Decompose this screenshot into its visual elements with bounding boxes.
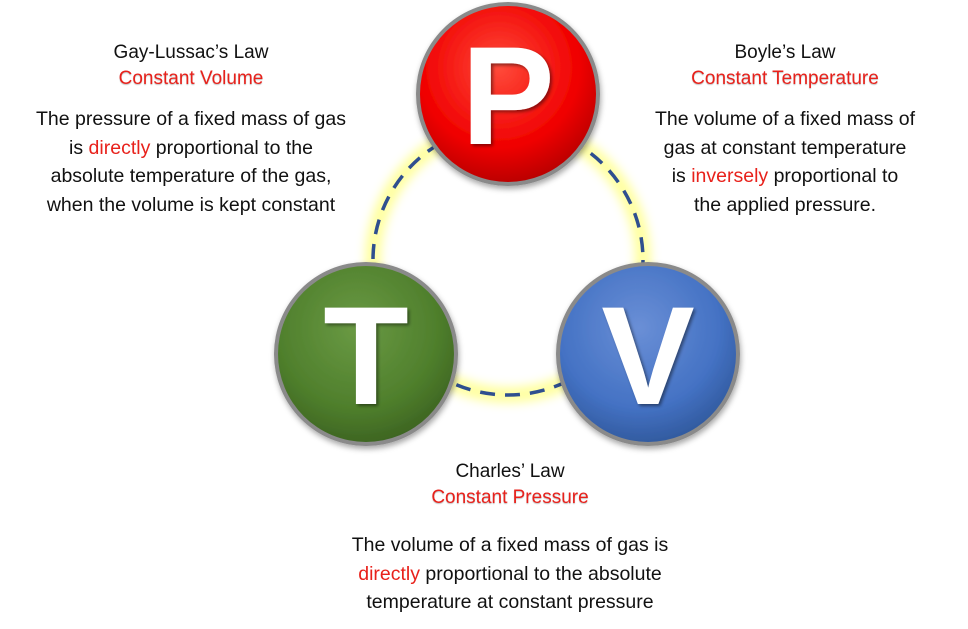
temperature-letter: T — [323, 277, 409, 434]
desc-text: is — [69, 136, 89, 159]
desc-line: is directly proportional to the — [6, 134, 376, 163]
temperature-node — [274, 262, 458, 446]
desc-line: The volume of a fixed mass of — [654, 108, 916, 130]
charles-description: The volume of a fixed mass of gas is dir… — [300, 531, 720, 617]
charles-title: Charles’ Law — [455, 461, 565, 482]
desc-text: proportional to the — [150, 136, 313, 159]
volume-letter: V — [601, 277, 694, 434]
desc-line: The volume of a fixed mass of gas is — [351, 534, 669, 556]
desc-text: is — [671, 165, 692, 187]
charles-law-block: Charles’ Law Constant Pressure The volum… — [300, 459, 720, 617]
gay-lussac-law-block: Gay-Lussac’s Law Constant Volume The pre… — [6, 40, 376, 219]
volume-node — [556, 262, 740, 446]
pressure-node — [416, 2, 600, 186]
boyle-title: Boyle’s Law — [734, 42, 836, 63]
desc-text: proportional to — [768, 165, 899, 187]
pressure-letter: P — [461, 17, 554, 174]
boyle-description: The volume of a fixed mass of gas at con… — [620, 105, 950, 219]
desc-line: gas at constant temperature — [663, 136, 907, 159]
pressure-circle — [420, 6, 596, 182]
boyle-subtitle: Constant Temperature — [691, 68, 879, 89]
temperature-circle — [278, 266, 454, 442]
desc-line: when the volume is kept constant — [46, 193, 336, 216]
gay-lussac-subtitle: Constant Volume — [118, 68, 264, 89]
desc-text: proportional to the absolute — [420, 562, 662, 585]
charles-subtitle: Constant Pressure — [431, 487, 589, 508]
gay-lussac-title: Gay-Lussac’s Law — [113, 42, 269, 63]
desc-line: directly proportional to the absolute — [300, 560, 720, 589]
desc-line: the applied pressure. — [693, 193, 877, 216]
volume-circle — [560, 266, 736, 442]
desc-line: The pressure of a fixed mass of gas — [36, 108, 346, 130]
desc-line: temperature at constant pressure — [366, 591, 654, 613]
boyle-law-block: Boyle’s Law Constant Temperature The vol… — [620, 40, 950, 219]
highlight-word: directly — [358, 562, 420, 585]
highlight-word: inversely — [691, 165, 769, 187]
highlight-word: directly — [88, 136, 151, 159]
desc-line: absolute temperature of the gas, — [50, 165, 332, 187]
desc-line: is inversely proportional to — [620, 162, 950, 191]
gay-lussac-description: The pressure of a fixed mass of gas is d… — [6, 105, 376, 219]
